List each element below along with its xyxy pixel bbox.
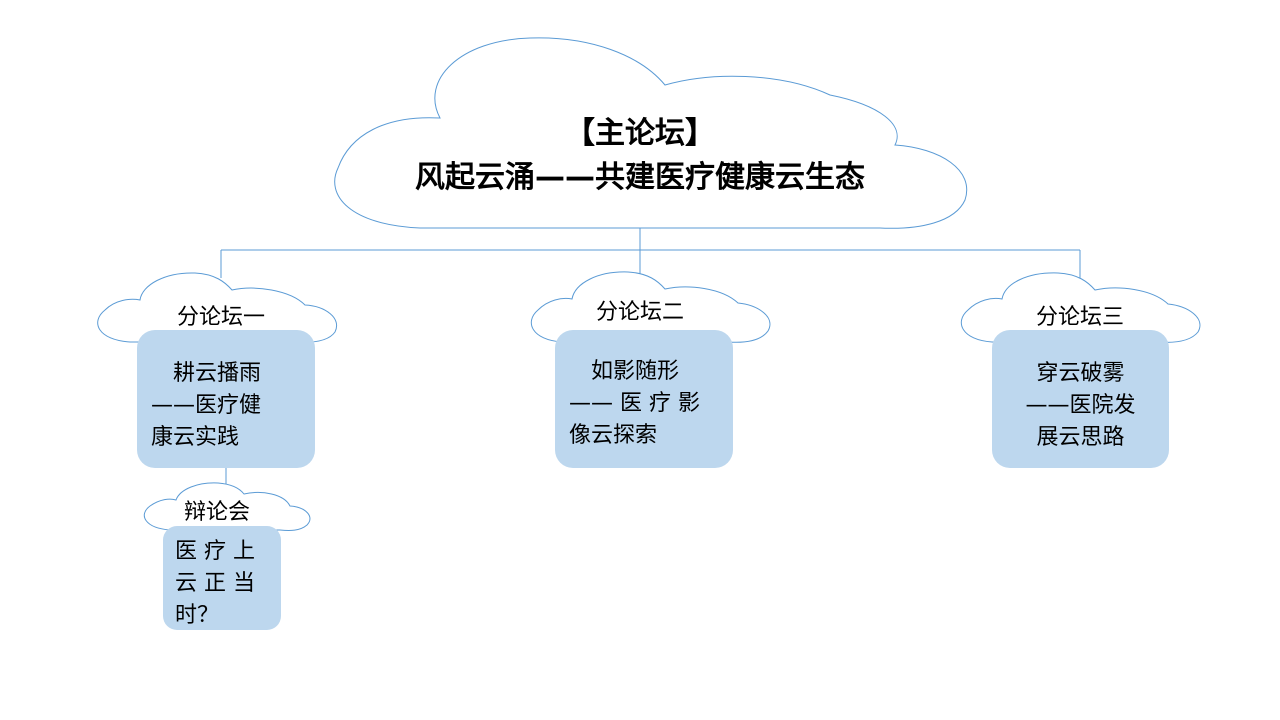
main-cloud	[334, 37, 968, 229]
main-title-line-2: 风起云涌——共建医疗健康云生态	[415, 160, 865, 195]
forum-3-line-3: 展云思路	[1036, 425, 1125, 450]
forum-3-cloud	[960, 272, 1201, 343]
debate-box: 医 疗 上 云 正 当 时？	[163, 526, 281, 630]
main-title-line-1: 【主论坛】	[565, 116, 715, 151]
forum-3-box: 穿云破雾 ——医院发 展云思路	[992, 330, 1169, 468]
debate-label: 辩论会	[183, 500, 250, 525]
forum-3-line-2: ——医院发	[1025, 393, 1136, 418]
forum-1-box: 耕云播雨 ——医疗健 康云实践	[137, 330, 315, 468]
forum-2-line-2: —— 医 疗 影	[569, 391, 700, 416]
forum-2-box: 如影随形 —— 医 疗 影 像云探索	[555, 330, 733, 468]
forum-3-line-1: 穿云破雾	[1036, 361, 1125, 386]
tree-connectors	[220, 228, 1081, 492]
debate-cloud	[143, 482, 311, 531]
forum-1-cloud	[97, 272, 338, 343]
main-title: 【主论坛】 风起云涌——共建医疗健康云生态	[340, 112, 940, 200]
debate-line-1: 医 疗 上	[175, 539, 255, 564]
forum-2-line-3: 像云探索	[569, 423, 658, 448]
forum-2-line-1: 如影随形	[591, 359, 680, 384]
debate-line-2: 云 正 当	[175, 571, 255, 596]
debate-line-3: 时？	[175, 603, 220, 628]
forum-1-line-1: 耕云播雨	[173, 361, 262, 386]
forum-1-line-3: 康云实践	[151, 425, 240, 450]
forum-1-label: 分论坛一	[176, 305, 265, 330]
forum-1-line-2: ——医疗健	[151, 393, 262, 418]
forum-2-label: 分论坛二	[595, 300, 684, 325]
forum-2-cloud	[530, 271, 771, 343]
forum-3-label: 分论坛三	[1035, 305, 1124, 330]
